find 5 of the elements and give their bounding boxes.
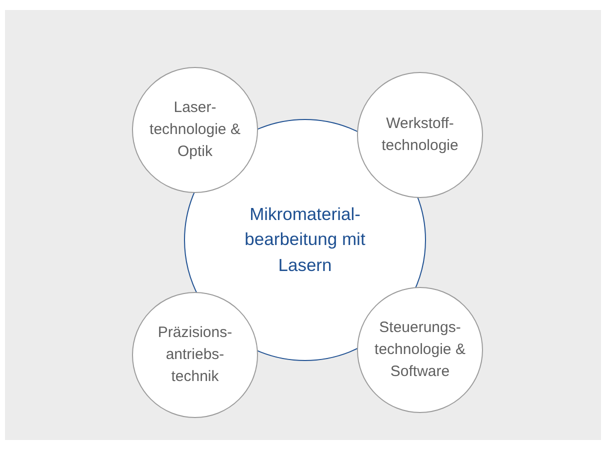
- node-label: Steuerungs- technologie & Software: [374, 318, 466, 382]
- node-label: Präzisions- antriebs- technik: [156, 323, 234, 387]
- node-label: Werkstoff- technologie: [380, 114, 460, 156]
- node-label: Mikromaterial- bearbeitung mit Lasern: [244, 202, 366, 277]
- node-label: Laser- technologie & Optik: [148, 98, 242, 162]
